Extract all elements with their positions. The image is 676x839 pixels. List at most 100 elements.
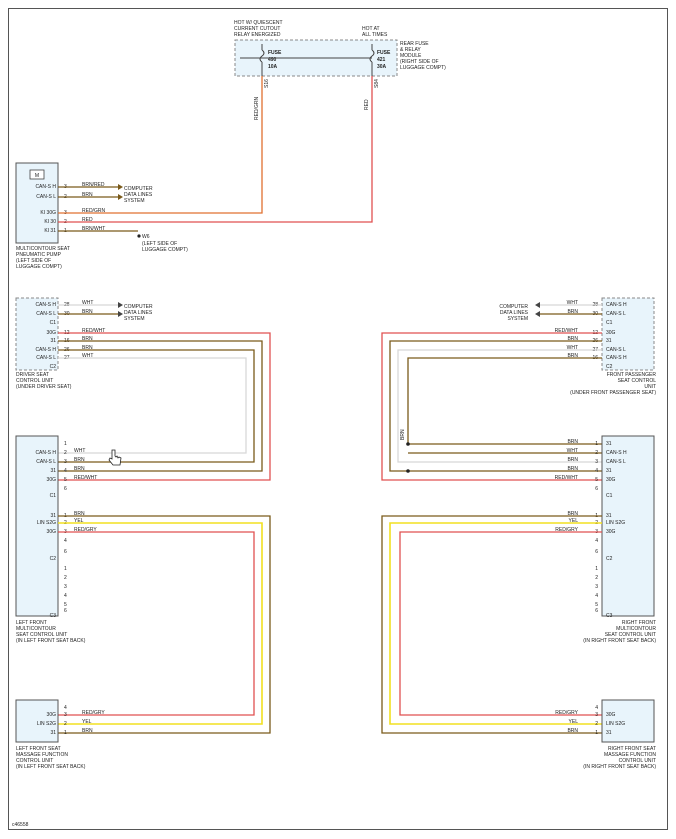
pump-wire-color-label: BRN	[82, 192, 93, 198]
left-31-massage-wire	[58, 515, 271, 734]
right-multicontour-pin-number: 2	[595, 450, 598, 456]
driver-seat-unit-box	[15, 297, 59, 371]
passenger-seat-caption-line: FRONT PASSENGER	[607, 372, 657, 378]
right-multicontour-caption-line: MULTICONTOUR	[616, 626, 656, 632]
ground-w6-location-line: (LEFT SIDE OF	[142, 241, 177, 247]
passenger-seat-pin-label: CAN-S H	[606, 355, 627, 361]
right-massage-pin-label: 31	[606, 730, 612, 736]
passenger-splice-dot	[406, 469, 410, 473]
right-multicontour-pin-number: 1	[595, 566, 598, 572]
driver-31-loop-wire	[58, 340, 263, 472]
passenger-can-h-arrow	[535, 302, 540, 308]
left-massage-caption-line: LEFT FRONT SEAT	[16, 746, 61, 752]
passenger-seat-caption-line: (UNDER FRONT PASSENGER SEAT)	[570, 390, 656, 396]
right-multicontour-pin-label: 30G	[606, 477, 616, 483]
right-multicontour-pin-label: CAN-S H	[606, 450, 627, 456]
right-multicontour-pin-label: C2	[606, 556, 613, 562]
left-multicontour-pin-label: LIN S2G	[37, 520, 56, 526]
right-multicontour-pin-number: 5	[595, 477, 598, 483]
rear-fuse-module-caption-line: & RELAY	[400, 47, 421, 53]
left-multicontour-pin-number: 6	[64, 549, 67, 555]
fuse-490-label: FUSE	[268, 50, 282, 56]
passenger-seat-caption-line: SEAT CONTROL	[618, 378, 657, 384]
left-multicontour-pin-number: 6	[64, 486, 67, 492]
driver-seat-wire-color: WHT	[82, 353, 93, 359]
hand-cursor-shape	[108, 449, 122, 466]
left-multicontour-pin-label: C1	[50, 493, 57, 499]
pump-wire-color-label: BRN/WHT	[82, 226, 105, 232]
driver-seat-caption-line: (UNDER DRIVER SEAT)	[16, 384, 72, 390]
driver-can-h-arrow	[118, 302, 123, 308]
passenger-seat-wire-color: BRN	[567, 336, 578, 342]
left-multicontour-pin-number: 1	[64, 566, 67, 572]
ground-w6-dot	[137, 234, 141, 238]
passenger-seat-pin-label: 31	[606, 338, 612, 344]
left-multicontour-pin-number: 4	[64, 468, 67, 474]
driver-can-l-arrow	[118, 311, 123, 317]
left-massage-wire-color: YEL	[82, 719, 92, 725]
fuse-right-title-line: ALL TIMES	[362, 32, 388, 38]
right-multicontour-pin-label: C3	[606, 613, 613, 619]
fuse-490-label: 490	[268, 57, 277, 63]
driver-computer-data-lines-label: COMPUTER	[124, 304, 153, 310]
right-multicontour-wire-color: BRN	[567, 466, 578, 472]
left-multicontour-caption-line: LEFT FRONT	[16, 620, 47, 626]
passenger-computer-data-lines-label: DATA LINES	[500, 310, 529, 316]
left-multicontour-pin-number: 5	[64, 602, 67, 608]
right-massage-pin-number: 4	[595, 705, 598, 711]
driver-seat-wire-color: BRN	[82, 309, 93, 315]
motor-icon-label: M	[35, 173, 39, 179]
passenger-seat-wire-color: BRN	[567, 353, 578, 359]
fuse-490-label: 10A	[268, 64, 278, 70]
passenger-seat-pin-label: C2	[606, 364, 613, 370]
motor-icon	[29, 169, 45, 180]
right-multicontour-pin-label: CAN-S L	[606, 459, 626, 465]
right-multicontour-pin-number: 4	[595, 538, 598, 544]
left-multicontour-pin-label: 30G	[47, 529, 57, 535]
left-multicontour-pin-label: CAN-S H	[35, 450, 56, 456]
pump-wire-color-label: BRN/RED	[82, 182, 105, 188]
right-multicontour-pin-number: 6	[595, 486, 598, 492]
driver-seat-pin-label: CAN-S H	[35, 302, 56, 308]
left-multicontour-pin-number: 5	[64, 477, 67, 483]
right-multicontour-box	[601, 435, 655, 617]
passenger-seat-caption-line: UNIT	[644, 384, 656, 390]
right-multicontour-pin-number: 6	[595, 608, 598, 614]
passenger-computer-data-lines-label: SYSTEM	[507, 316, 528, 322]
passenger-can-l-loop-wire	[397, 349, 602, 463]
fuse-490-output-pin: S16	[264, 79, 270, 88]
left-multicontour-pin-label: 30G	[47, 477, 57, 483]
right-multicontour-pin-label: C1	[606, 493, 613, 499]
right-multicontour-caption-line: (IN RIGHT FRONT SEAT BACK)	[583, 638, 656, 644]
right-30g-massage-wire	[399, 531, 602, 716]
right-massage-pin-label: LIN S2G	[606, 721, 625, 727]
right-massage-wire-color: BRN	[567, 728, 578, 734]
right-multicontour-wire-color: RED/WHT	[555, 475, 578, 481]
fuse-left-title-line: CURRENT CUTOUT	[234, 26, 280, 32]
passenger-seat-wire-color: WHT	[567, 345, 578, 351]
right-multicontour-wire-color: BRN	[567, 511, 578, 517]
left-multicontour-pin-number: 3	[64, 584, 67, 590]
left-multicontour-pin-number: 1	[64, 441, 67, 447]
driver-seat-pin-label: 31	[50, 338, 56, 344]
pump-pin-label: KI 30G	[40, 210, 56, 216]
driver-seat-pin-label: C1	[50, 320, 57, 326]
pump-can-h-arrow	[118, 184, 123, 190]
left-multicontour-pin-label: 31	[50, 513, 56, 519]
pump-can-l-arrow	[118, 194, 123, 200]
pump-computer-data-lines-label: DATA LINES	[124, 192, 153, 198]
pump-caption-line: PNEUMATIC PUMP	[16, 252, 62, 258]
left-multicontour-pin-label: 31	[50, 468, 56, 474]
fuse-490-element	[259, 49, 265, 63]
fuse-421-output-pin: S84	[374, 79, 380, 88]
hand-cursor-icon	[108, 449, 122, 466]
fuse-421-wire-color: RED	[364, 99, 370, 110]
kl30-red-wire	[58, 76, 373, 223]
right-massage-wire-color: RED/GRY	[555, 710, 578, 716]
right-multicontour-pin-number: 3	[595, 459, 598, 465]
right-multicontour-wire-color: BRN	[567, 457, 578, 463]
pump-caption-line: LUGGAGE COMPT)	[16, 264, 62, 270]
fuse-421-element	[369, 49, 375, 63]
left-multicontour-wire-color: YEL	[74, 518, 84, 524]
left-multicontour-wire-color: BRN	[74, 466, 85, 472]
